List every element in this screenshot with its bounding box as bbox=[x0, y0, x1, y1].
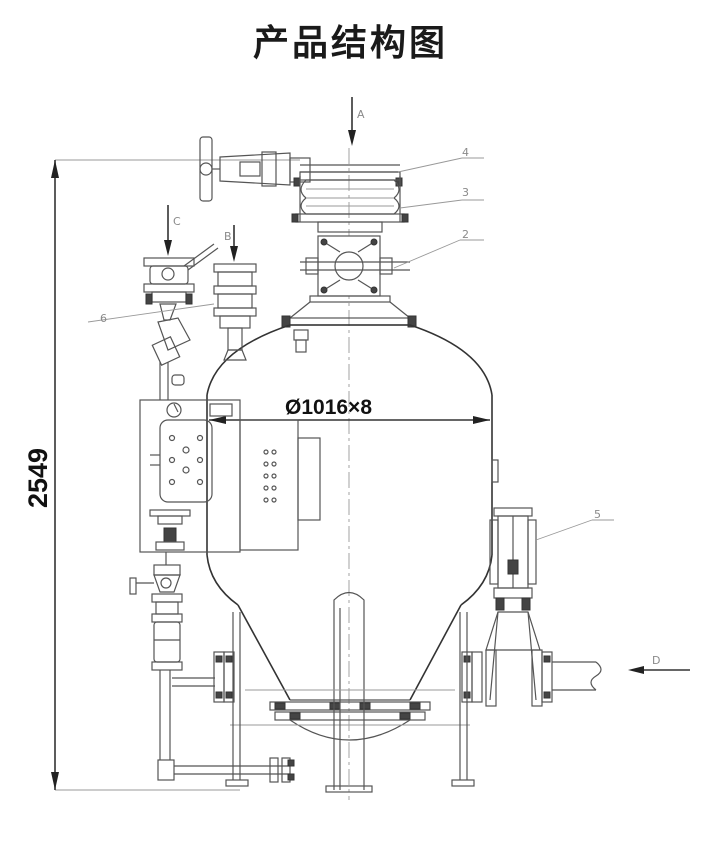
callout-5: 5 bbox=[594, 508, 601, 521]
arrow-d-label: D bbox=[652, 654, 660, 667]
callout-6: 6 bbox=[100, 312, 107, 325]
callout-2: 2 bbox=[462, 228, 469, 241]
arrow-a: A bbox=[348, 97, 365, 146]
arrow-b-label: B bbox=[224, 230, 232, 243]
outlet-assembly: D bbox=[485, 507, 690, 707]
height-dimension: 2549 bbox=[23, 159, 300, 791]
pressure-vessel: Ø1016×8 bbox=[206, 324, 499, 701]
page-title: 产品结构图 bbox=[252, 23, 448, 64]
arrow-c-label: C bbox=[173, 215, 181, 228]
feed-valve bbox=[289, 221, 411, 319]
arrow-a-label: A bbox=[357, 108, 365, 121]
height-label: 2549 bbox=[23, 448, 53, 508]
support-legs bbox=[225, 591, 475, 793]
bottom-flanges bbox=[213, 651, 483, 741]
nameplate-rivets bbox=[263, 449, 277, 503]
callouts: 4 3 2 5 6 bbox=[87, 146, 614, 541]
callout-4: 4 bbox=[462, 146, 469, 159]
control-panel bbox=[139, 399, 241, 553]
callout-3: 3 bbox=[462, 186, 469, 199]
left-piping: C B bbox=[129, 205, 295, 783]
expansion-joint bbox=[291, 171, 409, 223]
diameter-label: Ø1016×8 bbox=[285, 396, 372, 419]
